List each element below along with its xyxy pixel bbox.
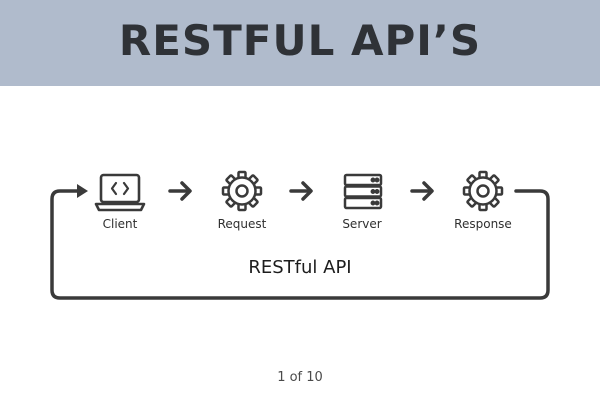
gear-icon xyxy=(462,170,504,212)
header-banner: RESTFUL API’S xyxy=(0,0,600,86)
restful-api-label: RESTful API xyxy=(248,257,352,278)
laptop-code-icon xyxy=(94,173,146,212)
pagination-indicator: 1 of 10 xyxy=(277,370,323,385)
server-icon xyxy=(343,173,383,210)
arrow-right-icon xyxy=(410,181,434,201)
page-title: RESTFUL API’S xyxy=(118,16,482,65)
stage-label-response: Response xyxy=(454,217,512,231)
stage-label-client: Client xyxy=(102,217,138,231)
loop-line xyxy=(50,189,550,300)
stage-label-server: Server xyxy=(342,217,382,231)
arrow-right-icon xyxy=(168,181,192,201)
gear-icon xyxy=(221,170,263,212)
stage-label-request: Request xyxy=(217,217,267,231)
arrow-right-icon xyxy=(289,181,313,201)
loop-arrowhead-icon xyxy=(77,184,88,198)
